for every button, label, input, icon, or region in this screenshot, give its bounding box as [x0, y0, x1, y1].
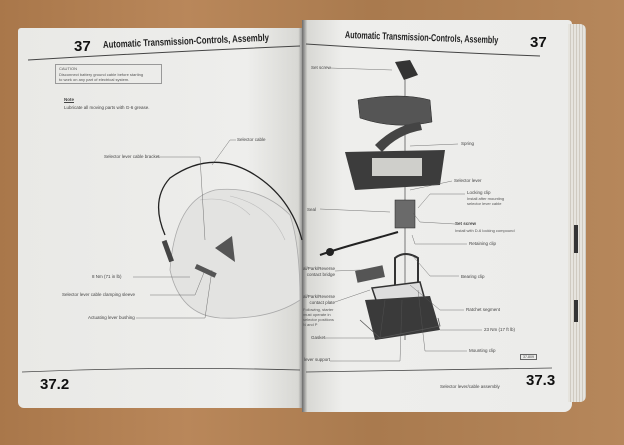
- transmission-drawing: [133, 139, 303, 319]
- note-text: Lubricate all moving parts with G-6 grea…: [64, 105, 150, 110]
- contact-plate-note: Following, starter must operate in selec…: [303, 307, 334, 327]
- label-locking-clip: Locking clip: [467, 190, 491, 195]
- label-lever-bushing: Actuating lever bushing: [88, 315, 135, 320]
- label-selector-cable: Selector cable: [237, 137, 266, 142]
- label-support: Selector lever support: [303, 357, 330, 362]
- caution-text: Disconnect battery ground cable before s…: [59, 72, 144, 77]
- caution-text: to work on any part of electrical system…: [59, 77, 130, 82]
- label-set-screw-top: Set screw: [311, 65, 331, 70]
- label-cable-bracket: Selector lever cable bracket: [104, 154, 160, 159]
- label-spring: Spring: [461, 141, 475, 146]
- page-number-right: 37.3: [526, 372, 556, 389]
- label-retaining-clip: Retaining clip: [469, 241, 497, 246]
- label-torque-right: 23 Nm (17 ft lb): [484, 327, 516, 332]
- chapter-number-left: 37: [74, 38, 91, 55]
- label-mounting-clip: Mounting clip: [469, 348, 496, 353]
- header-rule-left: [27, 45, 301, 61]
- caution-heading: CAUTION: [59, 66, 77, 71]
- header-rule-right: [305, 43, 541, 57]
- figure-number: 37-809: [520, 354, 537, 360]
- label-seal: Seal: [307, 207, 317, 212]
- label-bearing-clip: Bearing clip: [461, 274, 485, 279]
- locking-clip-note: selector lever cable: [467, 201, 502, 206]
- label-contact-plate: contact plate: [309, 300, 335, 305]
- page-edges: [568, 24, 586, 402]
- locking-clip-note: Install after mounting: [467, 196, 505, 201]
- index-tab: [574, 225, 578, 253]
- footer-rule-left: [21, 368, 301, 373]
- label-ratchet-segment: Ratchet segment: [466, 307, 501, 312]
- shifter-drawing: [319, 60, 482, 362]
- label-set-screw: Set screw: [455, 221, 477, 226]
- caution-box: CAUTION Disconnect battery ground cable …: [55, 64, 162, 84]
- label-torque-left: 8 Nm (71 in lb): [92, 274, 122, 279]
- label-gasket: Gasket: [311, 335, 326, 340]
- label-contact-bridge: Neutral/Park/Reverse: [303, 266, 335, 271]
- label-clamping-sleeve: Selector lever cable clamping sleeve: [62, 292, 136, 297]
- set-screw-note: Install with D-6 locking compound: [455, 228, 515, 233]
- footer-caption: Selector lever/cable assembly: [440, 384, 500, 389]
- right-page: [302, 20, 572, 412]
- index-tab: [574, 300, 578, 322]
- note-heading: Note: [64, 97, 74, 102]
- footer-rule-right: [305, 367, 553, 373]
- label-selector-lever: Selector lever: [454, 178, 482, 183]
- page-number-left: 37.2: [40, 376, 70, 393]
- label-contact-bridge: contact bridge: [306, 272, 335, 277]
- label-contact-plate: Neutral/Park/Reverse: [303, 294, 335, 299]
- chapter-number-right: 37: [530, 34, 547, 51]
